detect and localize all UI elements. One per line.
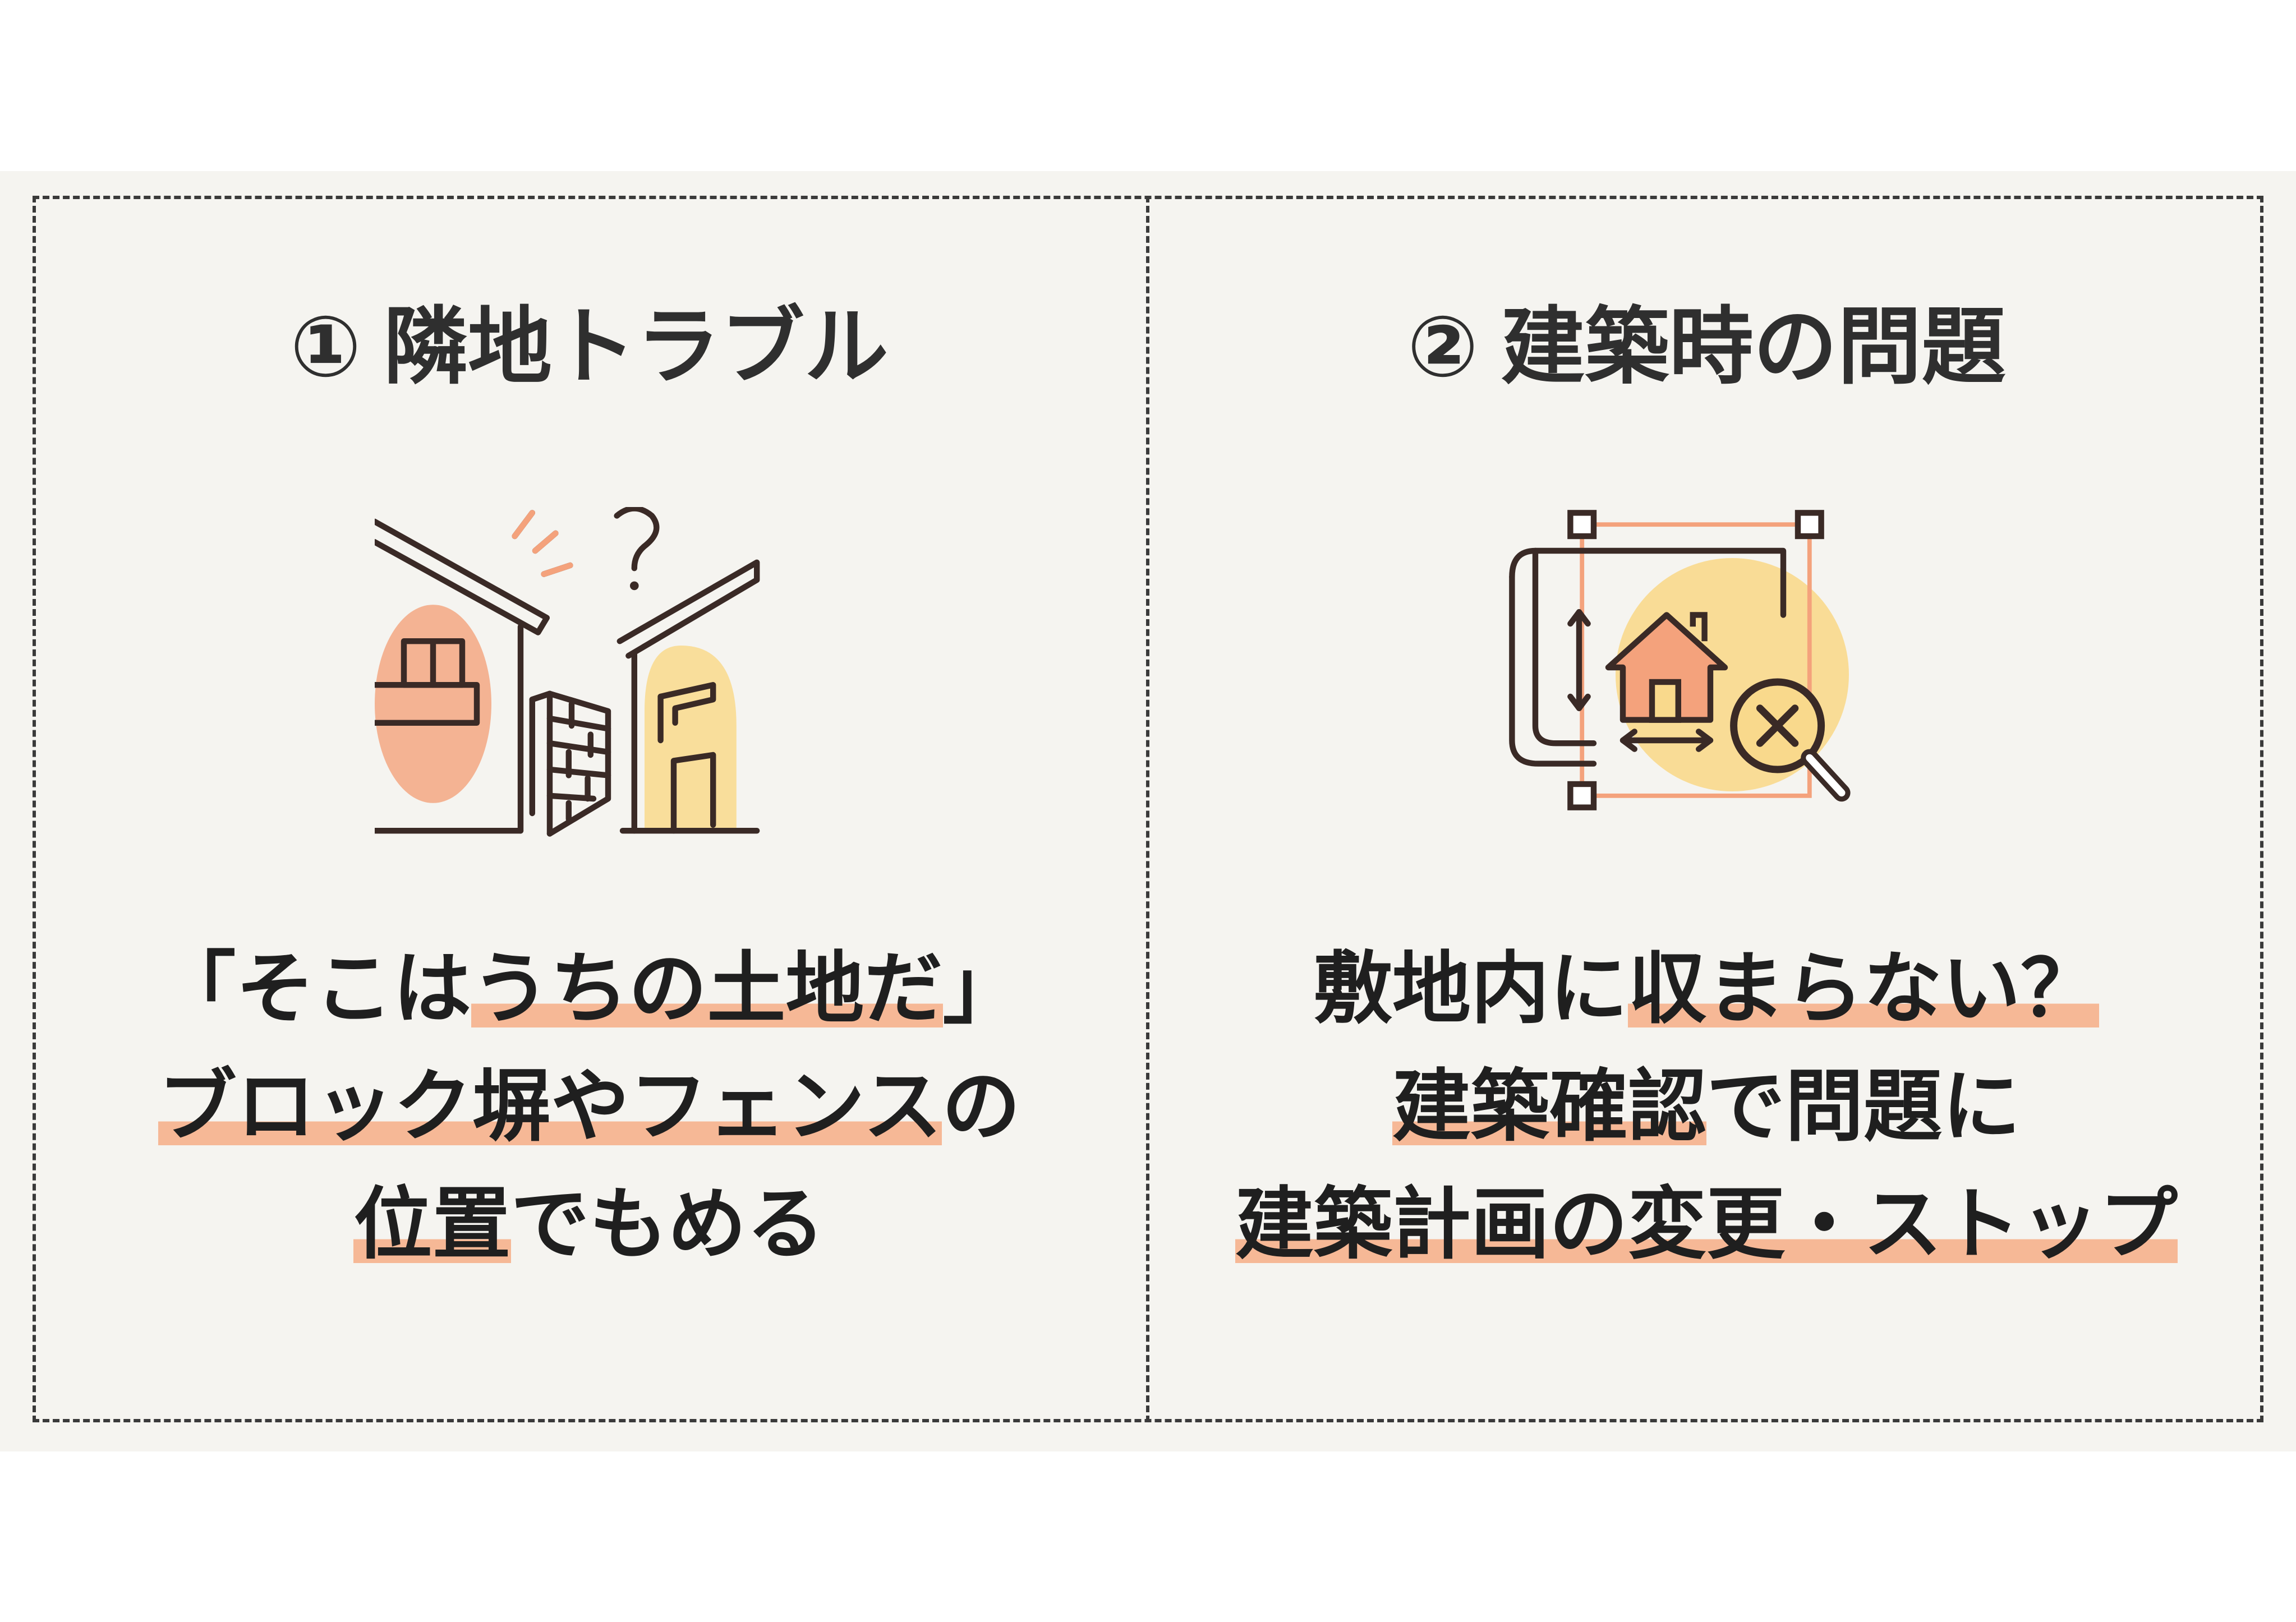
description-line-1: 敷地内に収まらない？ bbox=[1313, 943, 2100, 1035]
panel-divider bbox=[1146, 196, 1149, 1422]
blueprint-magnifier-x-icon bbox=[1509, 510, 1851, 810]
panel-number: ② bbox=[1407, 298, 1479, 396]
panel-number: ① bbox=[289, 298, 361, 396]
neighbor-houses-boundary-dispute-icon bbox=[375, 507, 760, 837]
description-line-3: 位置でもめる bbox=[353, 1179, 825, 1270]
panel-title: 隣地トラブル bbox=[384, 298, 889, 396]
description-line-2: 建築確認で問題に bbox=[1392, 1061, 2021, 1153]
panel-title: 建築時の問題 bbox=[1501, 298, 2006, 396]
description-line-1: 「そこはうちの土地だ」 bbox=[157, 943, 1022, 1035]
description-line-2: ブロック塀やフェンスの bbox=[158, 1061, 1021, 1153]
description-line-3: 建築計画の変更・ストップ bbox=[1235, 1179, 2178, 1270]
panel-description: 敷地内に収まらない？ 建築確認で問題に 建築計画の変更・ストップ bbox=[1149, 930, 2263, 1284]
panel-description: 「そこはうちの土地だ」 ブロック塀やフェンスの 位置でもめる bbox=[33, 930, 1146, 1284]
